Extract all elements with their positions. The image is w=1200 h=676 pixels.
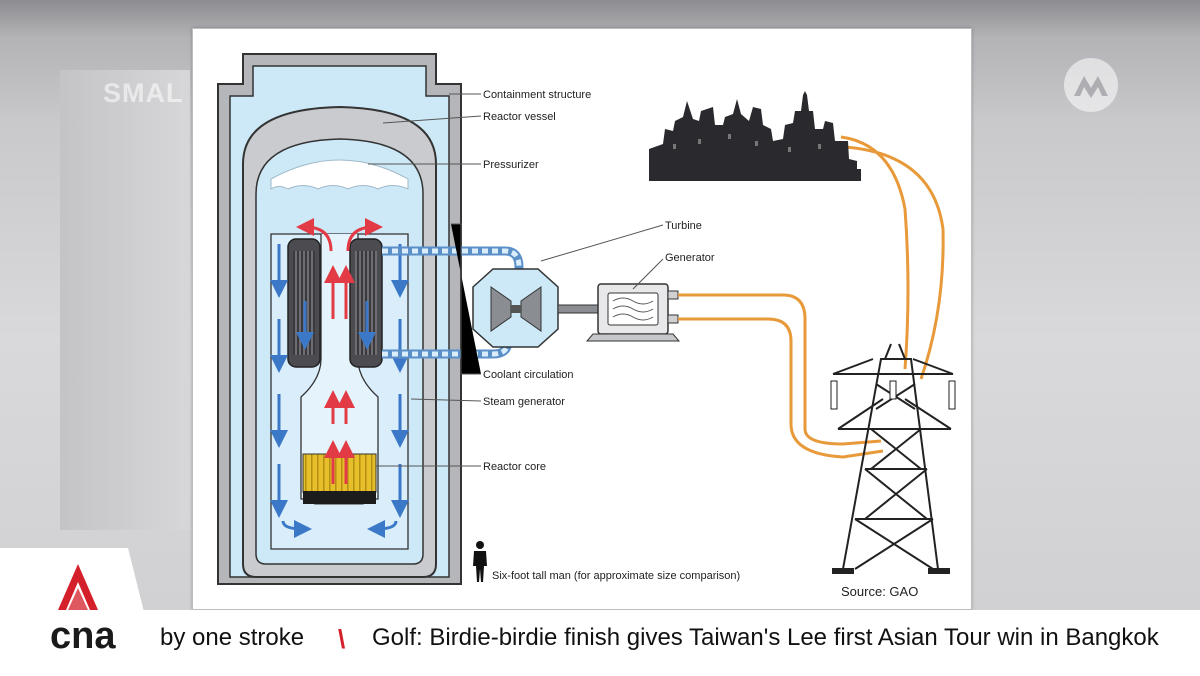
reactor-diagram-panel: Containment structure Reactor vessel Pre…	[192, 28, 972, 610]
cna-logo-text: cna	[50, 615, 116, 657]
cna-logo: cna	[0, 548, 160, 676]
label-pressurizer: Pressurizer	[483, 159, 539, 171]
label-reactor-core: Reactor core	[483, 461, 546, 473]
label-reactor-vessel: Reactor vessel	[483, 111, 556, 123]
tower-insulators	[830, 380, 956, 410]
ticker-headline: Golf: Birdie-birdie finish gives Taiwan'…	[372, 624, 1159, 651]
cold-coolant-arrows	[270, 244, 409, 538]
label-man-scale: Six-foot tall man (for approximate size …	[492, 570, 740, 582]
city-skyline-icon	[649, 91, 861, 181]
label-turbine: Turbine	[665, 220, 702, 232]
label-generator: Generator	[665, 252, 715, 264]
source-credit: Source: GAO	[841, 584, 918, 599]
power-cables	[678, 135, 945, 459]
label-steam-generator: Steam generator	[483, 396, 565, 408]
turbine-shaft	[557, 304, 599, 314]
ticker-previous-item: by one stroke	[160, 624, 305, 651]
label-coolant-circulation: Coolant circulation	[483, 369, 574, 381]
generator	[585, 283, 681, 342]
studio-background-screen	[60, 70, 190, 530]
leader-lines	[368, 93, 664, 467]
studio-background-text: SMAL	[103, 78, 184, 108]
transmission-tower-icon	[832, 343, 954, 574]
cna-logo-icon: cna	[50, 564, 116, 657]
man-silhouette-icon	[473, 541, 487, 582]
label-containment-structure: Containment structure	[483, 89, 591, 101]
news-ticker: by one stroke \ Golf: Birdie-birdie fini…	[0, 610, 1200, 676]
hot-coolant-arrows	[296, 218, 383, 484]
reactor-diagram: Containment structure Reactor vessel Pre…	[217, 53, 956, 599]
ticker-separator: \	[338, 624, 346, 654]
mediacorp-watermark-icon	[1064, 58, 1118, 112]
turbine	[472, 268, 559, 348]
reactor-core	[302, 453, 377, 505]
